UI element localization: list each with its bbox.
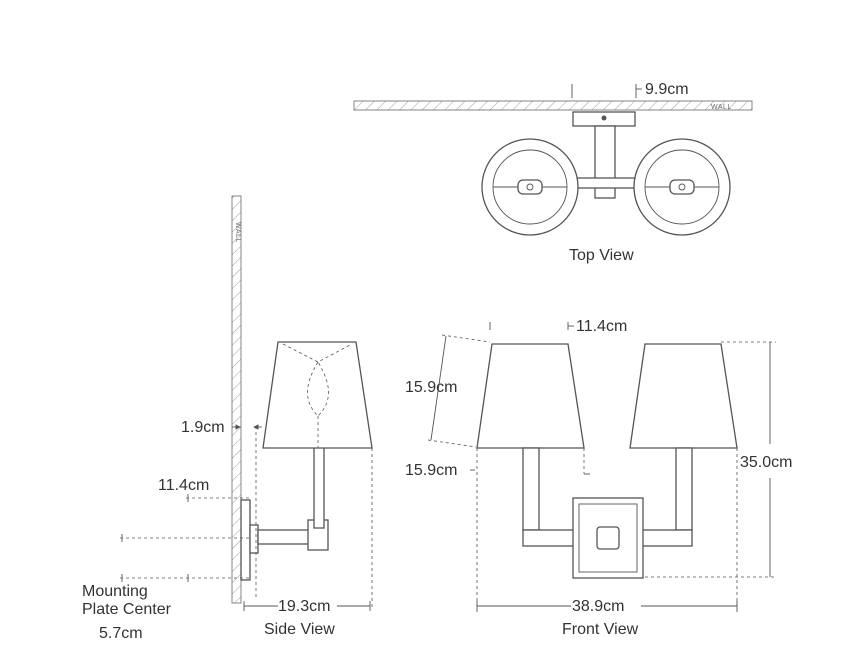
front-arm-right: [675, 447, 693, 531]
front-center-cup: [596, 526, 620, 550]
front-plate-inner: [578, 503, 638, 573]
front-shade-bottom-label: 15.9cm: [405, 462, 457, 479]
side-wall: [231, 195, 242, 604]
side-plate-label-line1: Mounting: [82, 583, 148, 600]
front-shade-right: [629, 343, 738, 449]
front-arm-left: [522, 447, 540, 531]
side-center-height-label: 11.4cm: [158, 477, 209, 494]
side-bulb: [307, 361, 329, 417]
front-shade-height-label: 15.9cm: [405, 379, 457, 396]
front-shade-left: [476, 343, 585, 449]
top-wall-label: WALL: [711, 104, 732, 111]
side-extension-label: 19.3cm: [278, 598, 330, 615]
side-arm: [257, 529, 311, 545]
top-view-title: Top View: [569, 247, 634, 264]
front-view: 11.4cm 15.9cm 15.9cm 35.0cm 38.9cm Front…: [405, 318, 792, 638]
top-view: WALL 9.9cm Top View: [353, 81, 753, 264]
side-shade-harp: [282, 343, 353, 363]
side-wall-label: WALL: [234, 222, 241, 243]
side-view-title: Side View: [264, 621, 335, 638]
top-socket-right: [669, 179, 695, 195]
front-shade-height-ext-bottom: [427, 439, 477, 448]
top-plate-screw: [601, 115, 607, 121]
front-height-label: 35.0cm: [740, 454, 792, 471]
side-plate-offset-label: 1.9cm: [181, 419, 225, 436]
side-plate-boss: [249, 524, 259, 554]
side-plate-label-line2: Plate Center: [82, 601, 172, 618]
side-plate-center-label: 5.7cm: [99, 625, 143, 642]
front-shade-height-ext-top: [441, 334, 491, 343]
top-depth-label: 9.9cm: [645, 81, 689, 98]
side-mounting-plate: [240, 499, 251, 581]
side-view: WALL 1.9cm 11.4cm Mounting Plate Center …: [82, 195, 373, 642]
top-socket-left-center: [526, 183, 534, 191]
front-shade-height-line: [430, 335, 447, 441]
top-socket-left: [517, 179, 543, 195]
top-socket-right-center: [678, 183, 686, 191]
top-wall: [353, 100, 753, 111]
front-width-label: 38.9cm: [572, 598, 624, 615]
side-shade: [262, 341, 373, 449]
front-shade-top-label: 11.4cm: [576, 318, 627, 335]
front-view-title: Front View: [562, 621, 639, 638]
